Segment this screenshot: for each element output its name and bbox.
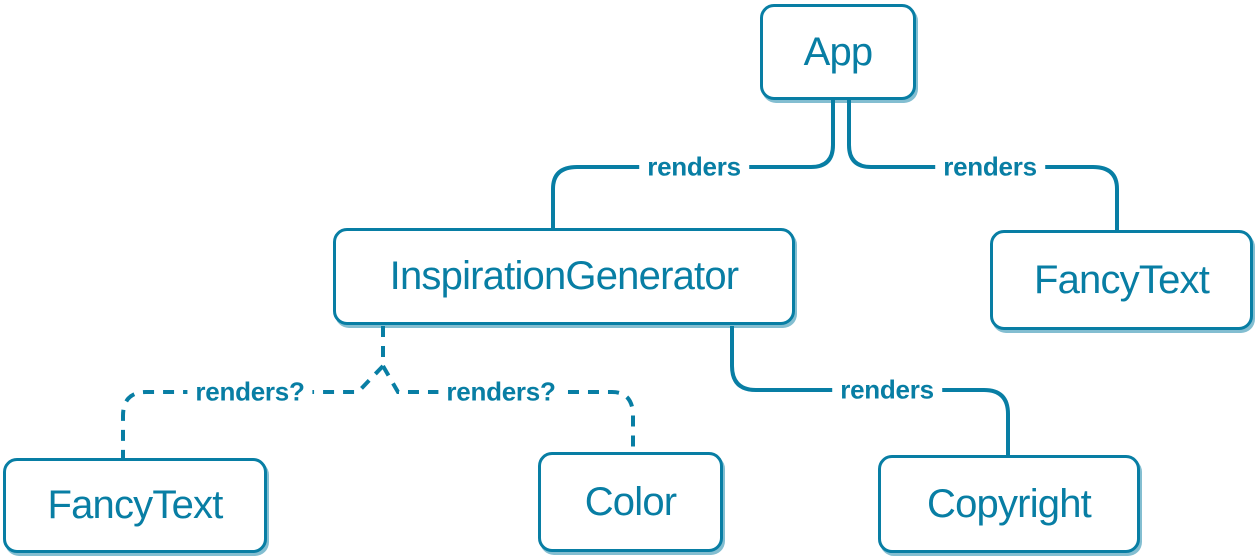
edge-label-renders-copyright: renders bbox=[832, 372, 942, 408]
node-fancy-text-bottom-label: FancyText bbox=[47, 483, 223, 527]
node-app: App bbox=[760, 4, 916, 100]
edge-label-renders-right: renders bbox=[935, 149, 1045, 185]
node-inspiration-generator-label: InspirationGenerator bbox=[389, 254, 739, 298]
node-fancy-text-bottom: FancyText bbox=[3, 458, 267, 553]
edge-label-renders-maybe-left: renders? bbox=[187, 374, 313, 410]
edge-label-renders-left: renders bbox=[639, 149, 749, 185]
node-color: Color bbox=[538, 452, 723, 552]
edge-inspirationgenerator-to-color bbox=[381, 365, 635, 452]
node-inspiration-generator: InspirationGenerator bbox=[333, 228, 795, 325]
edge-label-renders-maybe-right: renders? bbox=[438, 374, 564, 410]
node-color-label: Color bbox=[584, 479, 677, 524]
node-copyright: Copyright bbox=[878, 455, 1140, 553]
node-fancy-text-top: FancyText bbox=[990, 230, 1253, 330]
node-fancy-text-top-label: FancyText bbox=[1033, 257, 1210, 302]
node-app-label: App bbox=[803, 29, 874, 74]
node-copyright-label: Copyright bbox=[927, 481, 1092, 526]
